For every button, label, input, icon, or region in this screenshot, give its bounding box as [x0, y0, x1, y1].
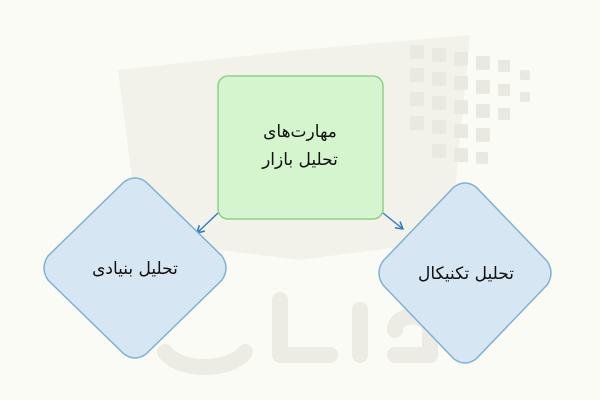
node-market-analysis-skills[interactable]: مهارت‌های تحلیل بازار — [217, 75, 384, 220]
node-root-label-line2: تحلیل بازار — [261, 150, 338, 170]
node-root-label-line1: مهارت‌های — [263, 122, 337, 142]
edge-root-to-right — [382, 212, 404, 230]
node-right-label: تحلیل تکنیکال — [418, 264, 514, 284]
node-root-shape — [217, 75, 384, 220]
edge-root-to-left — [196, 212, 219, 234]
node-right-shape — [378, 182, 552, 364]
node-fundamental-analysis[interactable]: تحلیل بنیادی — [43, 177, 227, 359]
node-left-shape — [43, 177, 227, 359]
node-left-label: تحلیل بنیادی — [92, 259, 178, 279]
node-technical-analysis[interactable]: تحلیل تکنیکال — [378, 182, 552, 364]
